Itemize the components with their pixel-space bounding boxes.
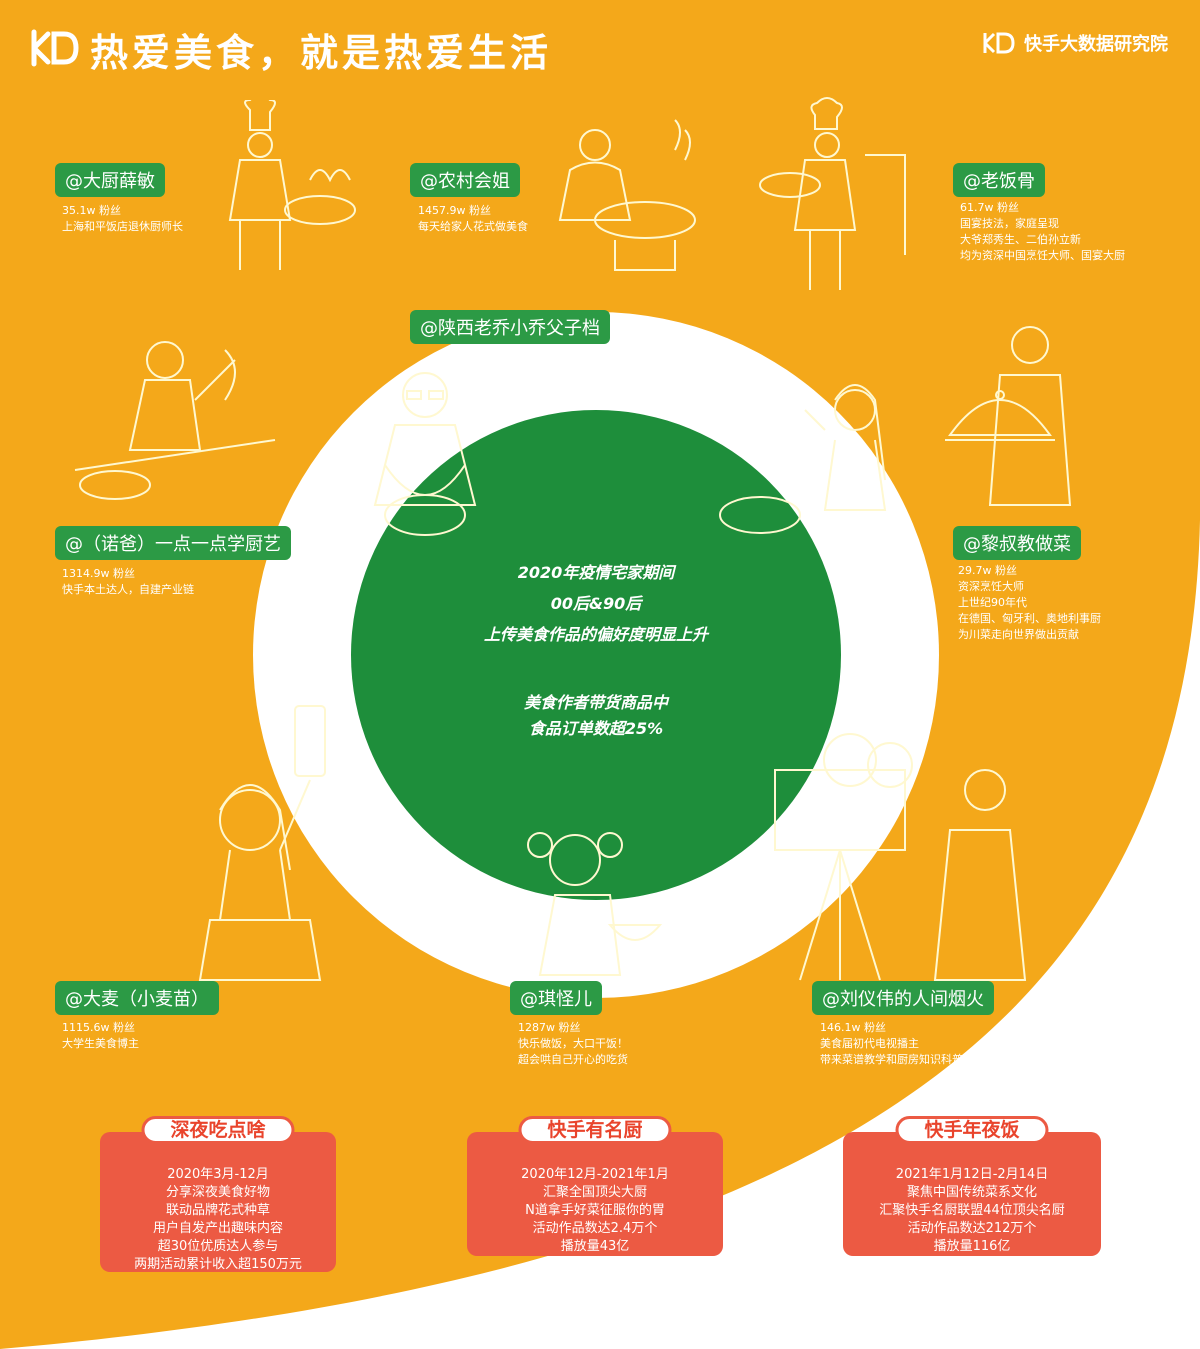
- campaign-card[interactable]: 快手年夜饭 2021年1月12日-2月14日 聚焦中国传统菜系文化 汇聚快手名厨…: [843, 1116, 1101, 1256]
- page-title: 热爱美食，就是热爱生活: [90, 31, 553, 75]
- campaign-line: 联动品牌花式种草: [165, 1203, 270, 1218]
- campaign-line: 播放量116亿: [933, 1239, 1011, 1254]
- campaign-line: N道拿手好菜征服你的胃: [525, 1203, 665, 1218]
- waiter-cloche-icon: [945, 326, 1072, 506]
- creator-tag[interactable]: @老饭骨: [953, 163, 1045, 197]
- kuaishou-logo-icon: [30, 28, 80, 72]
- creator-desc: 594.5w 粉丝 儿子小乔拍摄 父亲老乔出镜教做菜 一年卖出3万瓶油泼辣子: [485, 346, 602, 407]
- campaign-line: 2020年12月-2021年1月: [521, 1167, 669, 1182]
- camera-man-icon: [774, 733, 1027, 981]
- creator-tag[interactable]: @农村会姐: [410, 163, 520, 197]
- creator-tag[interactable]: @黎叔教做菜: [953, 526, 1081, 560]
- creator-desc: 1314.9w 粉丝 快手本土达人，自建产业链: [62, 567, 194, 596]
- creator-tag[interactable]: @大麦（小麦苗）: [55, 981, 219, 1015]
- brand-logo-icon: [983, 32, 1015, 54]
- chef-wok-icon: [228, 100, 356, 270]
- center-line-3: 上传美食作品的偏好度明显上升: [483, 625, 708, 644]
- center-line-2: 00后&90后: [550, 594, 642, 613]
- creator-desc: 35.1w 粉丝 上海和平饭店退休厨师长: [62, 204, 183, 233]
- creator-tag[interactable]: @大厨薛敏: [55, 163, 165, 197]
- campaign-line: 2021年1月12日-2月14日: [895, 1167, 1049, 1182]
- creator-tag[interactable]: @刘仪伟的人间烟火: [812, 981, 994, 1015]
- creator-tag[interactable]: @（诺爸）一点一点学厨艺: [55, 526, 291, 560]
- campaign-card[interactable]: 快手有名厨 2020年12月-2021年1月 汇聚全国顶尖大厨 N道拿手好菜征服…: [467, 1116, 723, 1256]
- creator-desc: 1457.9w 粉丝 每天给家人花式做美食: [418, 204, 528, 233]
- home-cook-icon: [74, 341, 276, 500]
- girl-bowl-icon: [527, 832, 663, 976]
- creator-desc: 61.7w 粉丝 国宴技法，家庭呈现 大爷郑秀生、二伯孙立新 均为资深中国烹饪大…: [960, 201, 1125, 262]
- chefs-duo-icon: [759, 97, 906, 290]
- noodle-man-icon: [373, 372, 477, 536]
- creator-desc: 1287w 粉丝 快乐做饭，大口干饭！ 超会哄自己开心的吃货: [518, 1021, 628, 1066]
- girl-phone-icon: [198, 705, 326, 981]
- creator-desc: 146.1w 粉丝 美食届初代电视播主 带来菜谱教学和厨房知识科普: [820, 1021, 963, 1066]
- center-line-1: 2020年疫情宅家期间: [517, 563, 675, 582]
- creator-desc: 29.7w 粉丝 资深烹饪大师 上世纪90年代 在德国、匈牙利、奥地利事厨 为川…: [958, 564, 1101, 641]
- creator-tag[interactable]: @琪怪儿: [510, 981, 602, 1015]
- campaign-line: 聚焦中国传统菜系文化: [906, 1185, 1037, 1200]
- campaign-title: 深夜吃点啥: [141, 1116, 295, 1144]
- brand-name: 快手大数据研究院: [1024, 34, 1168, 55]
- campaign-line: 活动作品数达2.4万个: [532, 1221, 658, 1236]
- campaign-line: 汇聚快手名厨联盟44位顶尖名厨: [879, 1203, 1065, 1218]
- brand-label: 快手大数据研究院: [982, 30, 1168, 56]
- campaign-line: 两期活动累计收入超150万元: [134, 1257, 302, 1272]
- campaign-title: 快手有名厨: [518, 1116, 672, 1144]
- center-stat-block: 2020年疫情宅家期间 00后&90后 上传美食作品的偏好度明显上升 美食作者带…: [351, 557, 841, 742]
- campaign-card[interactable]: 深夜吃点啥 2020年3月-12月 分享深夜美食好物 联动品牌花式种草 用户自发…: [100, 1116, 336, 1272]
- campaign-line: 分享深夜美食好物: [165, 1185, 270, 1200]
- center-line-4: 美食作者带货商品中: [523, 693, 668, 712]
- green-core-circle: [351, 410, 841, 900]
- campaign-line: 用户自发产出趣味内容: [152, 1221, 283, 1236]
- creator-desc: 1115.6w 粉丝 大学生美食博主: [62, 1021, 139, 1050]
- creator-tag[interactable]: @陕西老乔小乔父子档: [410, 310, 610, 344]
- campaign-line: 2020年3月-12月: [167, 1167, 269, 1182]
- girl-plate-icon: [719, 384, 887, 534]
- rural-cook-icon: [558, 119, 696, 271]
- campaign-line: 活动作品数达212万个: [907, 1221, 1037, 1236]
- campaign-line: 超30位优质达人参与: [157, 1239, 279, 1254]
- center-line-5: 食品订单数超25%: [528, 719, 664, 738]
- campaign-line: 播放量43亿: [560, 1239, 630, 1254]
- campaign-line: 汇聚全国顶尖大厨: [542, 1185, 647, 1200]
- campaign-title: 快手年夜饭: [895, 1116, 1049, 1144]
